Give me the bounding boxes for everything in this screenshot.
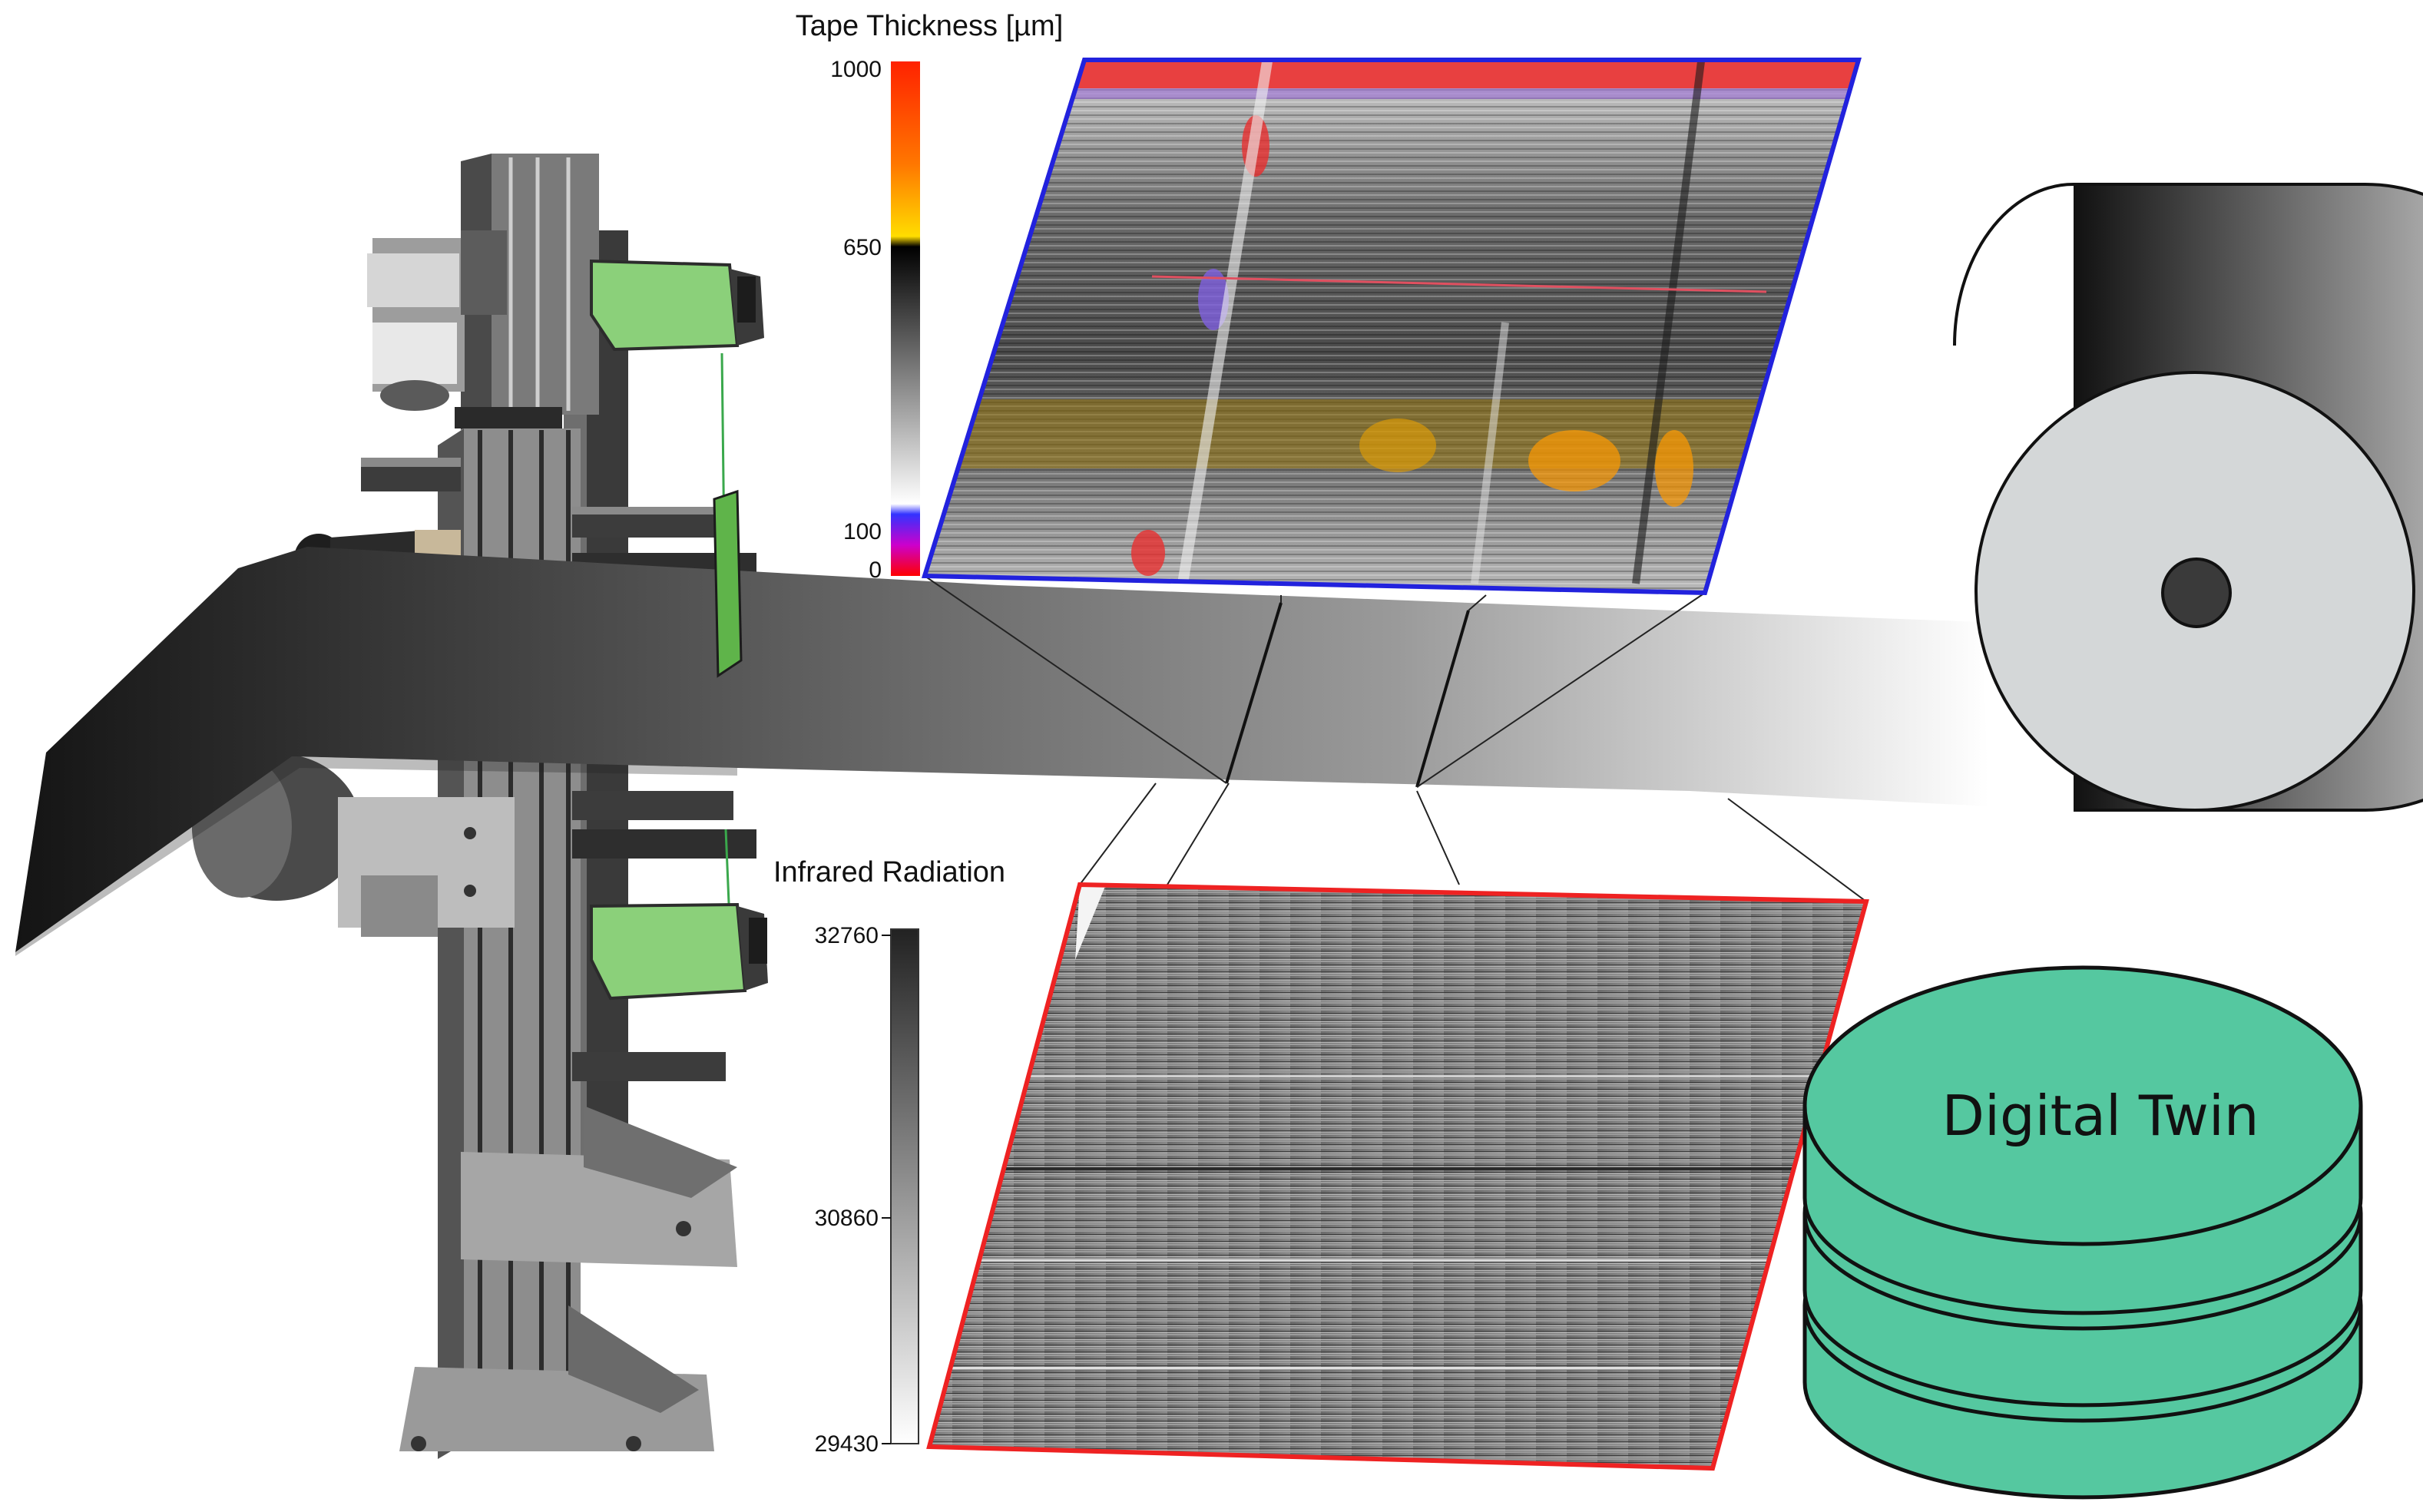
infrared-tick-29430: 29430 (815, 1431, 879, 1457)
tape-roll-icon (1953, 183, 2423, 812)
digital-twin-label: Digital Twin (1942, 1084, 2259, 1148)
infrared-tick-32760: 32760 (815, 923, 879, 948)
thickness-tick-0: 0 (869, 557, 882, 583)
connector-lines (924, 575, 1867, 902)
thickness-colorbar: Tape Thickness [µm] 1000 650 100 0 (796, 10, 1064, 583)
infrared-map-frame (926, 882, 1869, 1471)
camera-sensor-icon (590, 259, 764, 678)
thickness-map-frame (921, 58, 1862, 596)
infrared-heatmap (926, 882, 1869, 1471)
thickness-tick-650: 650 (843, 235, 882, 260)
thickness-scale-title: Tape Thickness [µm] (796, 10, 1064, 42)
tape-strip (15, 547, 1989, 956)
thickness-tick-1000: 1000 (830, 57, 882, 82)
thickness-tick-100: 100 (843, 519, 882, 544)
camera-sensor-icon (590, 902, 768, 1001)
machine-frame-icon (192, 154, 756, 1459)
infrared-scale-title: Infrared Radiation (773, 856, 1005, 888)
infrared-colorbar: Infrared Radiation 32760 30860 29430 (773, 856, 1005, 1457)
database-stack-icon (1802, 965, 2363, 1500)
thickness-heatmap (921, 58, 1862, 596)
infrared-tick-30860: 30860 (815, 1206, 879, 1231)
